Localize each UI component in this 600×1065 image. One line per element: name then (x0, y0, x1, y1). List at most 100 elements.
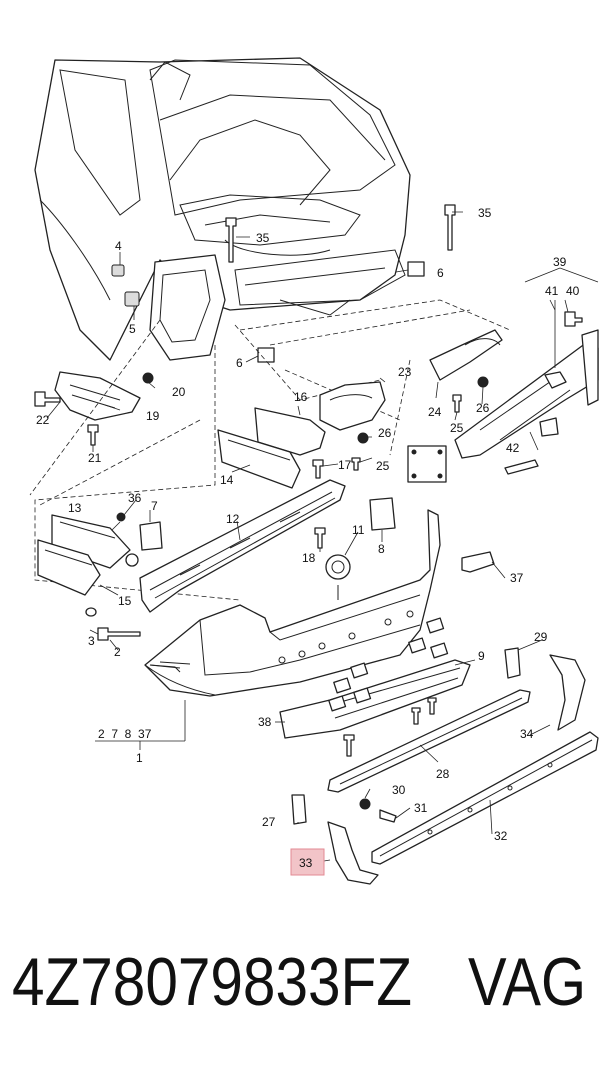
callout-23: 23 (398, 365, 412, 379)
bolt-26-lower (357, 432, 369, 444)
callout-6-right: 6 (437, 266, 444, 280)
car-body-outline (34, 57, 411, 361)
clip-36 (116, 512, 126, 522)
screw-lower-1 (343, 734, 355, 757)
callout-34: 34 (520, 727, 534, 741)
bumper-carrier-12 (139, 479, 346, 613)
parking-sensor-11 (325, 554, 351, 580)
callout-33-highlight[interactable]: 33 (290, 848, 325, 876)
callout-16: 16 (294, 390, 308, 404)
callout-25-lower: 25 (376, 459, 390, 473)
bracket-8 (369, 497, 396, 531)
callout-9: 9 (478, 649, 485, 663)
callout-14: 14 (220, 473, 234, 487)
bracket-14 (217, 429, 301, 489)
screw-31 (379, 809, 397, 823)
screw-30 (359, 798, 371, 810)
guide-37 (461, 551, 495, 573)
bolt-2 (97, 627, 141, 641)
highlight-box (290, 848, 325, 876)
tow-hitch-plate (581, 329, 599, 406)
screw-lower-3 (427, 697, 437, 715)
callout-2: 2 (114, 645, 121, 659)
callout-19: 19 (146, 409, 160, 423)
bolt-35-upper (444, 204, 456, 251)
callout-labels: 4 5 6 6 35 35 20 22 19 21 23 24 25 26 26… (36, 206, 580, 843)
bolt-40 (564, 311, 583, 327)
side-trim-34 (549, 654, 586, 731)
callout-17: 17 (338, 458, 352, 472)
bolt-20 (142, 372, 154, 384)
callout-36: 36 (128, 491, 142, 505)
leader-lines (46, 211, 569, 863)
assembly-guides (29, 299, 511, 601)
mounting-pads (328, 617, 449, 712)
callout-40: 40 (566, 284, 580, 298)
tail-light-housing (149, 254, 226, 361)
callout-11: 11 (352, 523, 365, 537)
callout-7: 7 (151, 499, 158, 513)
callout-32: 32 (494, 829, 508, 843)
bolt-22 (34, 391, 61, 407)
callout-24: 24 (428, 405, 442, 419)
absorber-13 (51, 514, 131, 569)
rail-28 (327, 689, 531, 793)
callout-15: 15 (118, 594, 132, 608)
washer-3 (85, 607, 97, 617)
bolt-35-lower (225, 217, 237, 263)
socket-left (125, 553, 139, 567)
exploded-parts-diagram: 4 5 6 6 35 35 20 22 19 21 23 24 25 26 26… (29, 57, 599, 885)
callout-12: 12 (226, 512, 240, 526)
bolt-42 (504, 459, 539, 475)
bracket-7 (139, 521, 163, 551)
clip-6-right (407, 261, 425, 277)
footer-caption: 4Z78079833FZ VAG (12, 944, 586, 1020)
callout-5: 5 (129, 322, 136, 336)
callout-27: 27 (262, 815, 276, 829)
clip-5 (124, 291, 140, 307)
callout-22: 22 (36, 413, 50, 427)
bolt-26-upper (477, 376, 489, 388)
side-trim-33 (327, 821, 379, 885)
callout-13: 13 (68, 501, 82, 515)
absorber-15 (37, 539, 101, 596)
callout-6-left: 6 (236, 356, 243, 370)
callout-31: 31 (414, 801, 428, 815)
callout-29: 29 (534, 630, 548, 644)
callout-41: 41 (545, 284, 559, 298)
callout-26-lower: 26 (378, 426, 392, 440)
callout-4: 4 (115, 239, 122, 253)
hitch-tab (539, 417, 559, 437)
clip-6-left (257, 347, 275, 363)
callout-37-right: 37 (510, 571, 524, 585)
brand-label: VAG (468, 944, 586, 1020)
callout-35-lower: 35 (256, 231, 270, 245)
part-number: 4Z78079833FZ (12, 944, 412, 1020)
bolt-17 (312, 459, 324, 479)
bracket-24 (429, 329, 503, 381)
callout-21: 21 (88, 451, 102, 465)
callout-18: 18 (302, 551, 316, 565)
callout-25-upper: 25 (450, 421, 464, 435)
callout-8: 8 (378, 542, 385, 556)
lower-trim-38 (279, 659, 471, 739)
screw-lower-2 (411, 707, 421, 725)
bumper-cover-1 (144, 509, 441, 697)
bolt-18 (314, 527, 326, 549)
clip-27 (291, 794, 307, 825)
callout-38: 38 (258, 715, 272, 729)
bracket-29 (504, 647, 521, 679)
bracket-19 (54, 371, 141, 421)
callout-42: 42 (506, 441, 520, 455)
callout-33: 33 (299, 856, 313, 870)
callout-30: 30 (392, 783, 406, 797)
callout-35-upper: 35 (478, 206, 492, 220)
callout-26-upper: 26 (476, 401, 490, 415)
bolt-25-upper (452, 394, 462, 413)
bolt-25-lower (351, 457, 361, 471)
callout-20: 20 (172, 385, 186, 399)
bolt-21 (87, 424, 99, 446)
callout-1: 1 (136, 751, 143, 765)
bracket-23 (319, 381, 386, 431)
group-label: 2 7 8 37 (98, 727, 152, 741)
